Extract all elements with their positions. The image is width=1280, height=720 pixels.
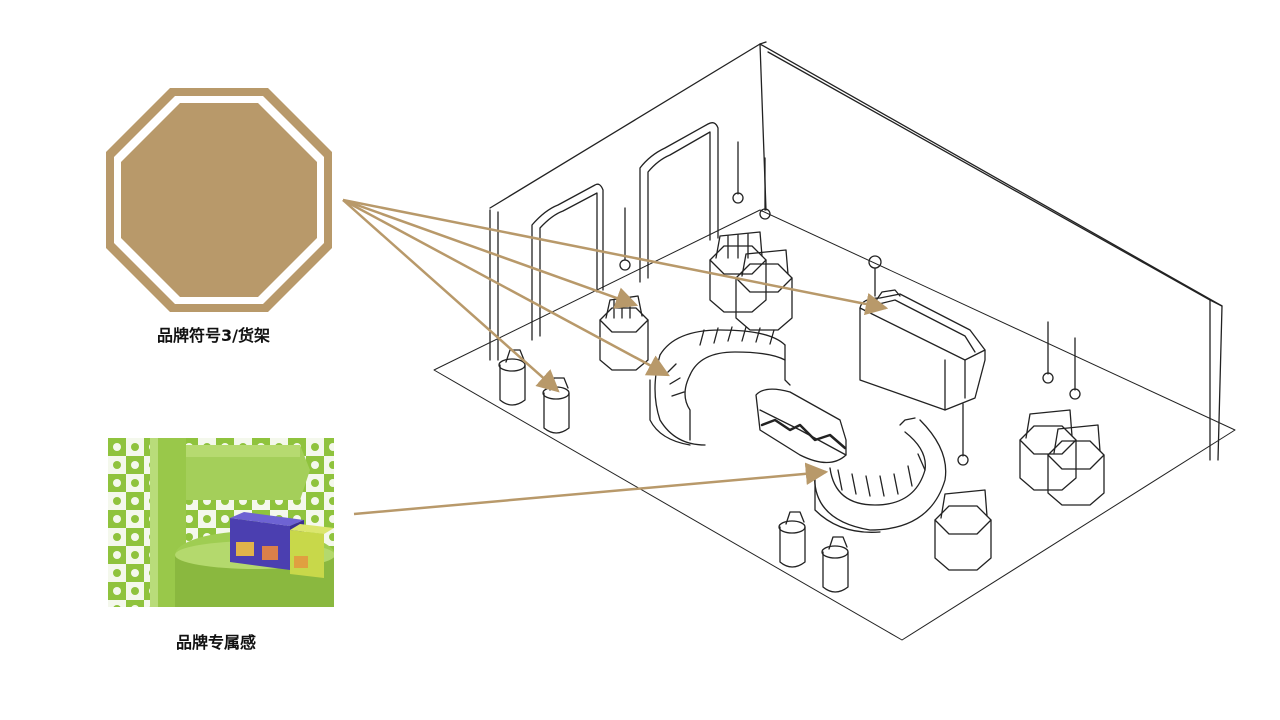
arrow-to-counter [342, 198, 670, 377]
shelf-photo [108, 438, 334, 607]
store-line-drawing [433, 41, 1236, 641]
pointer-arrows [342, 198, 889, 516]
brand-symbol-caption: 品牌符号3/货架 [157, 326, 270, 345]
arrow-to-pillar [342, 199, 560, 393]
arrow-to-curved-shelf [353, 462, 829, 516]
arrow-to-shelf [342, 198, 639, 309]
arrow-to-cash-desk [342, 198, 889, 316]
octagon-badge-icon [106, 88, 332, 312]
brand-identity-caption: 品牌专属感 [176, 633, 257, 652]
